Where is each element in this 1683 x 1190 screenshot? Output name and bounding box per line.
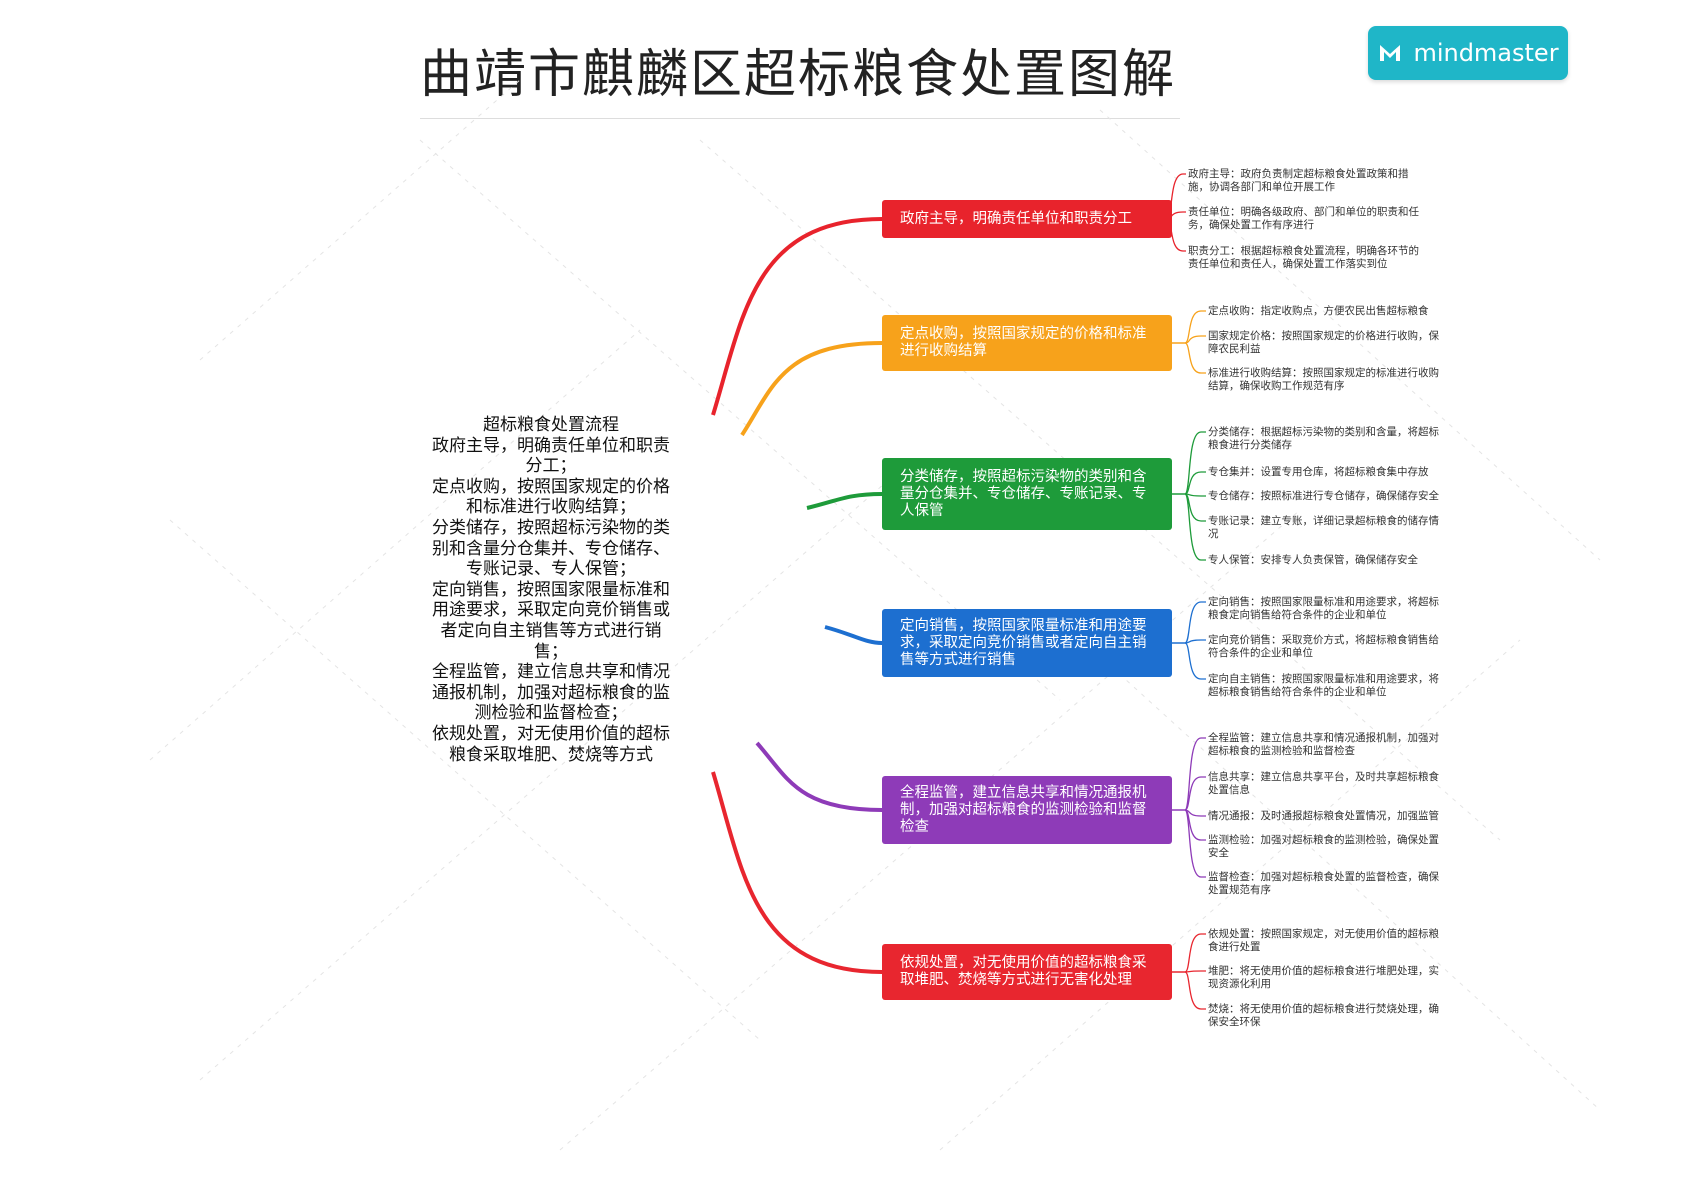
root-line: 定向销售，按照国家限量标准和 xyxy=(432,579,670,600)
root-line: 别和含量分仓集并、专仓储存、 xyxy=(432,538,670,559)
root-line: 专账记录、专人保管； xyxy=(466,559,636,580)
sub-topic-line: 责任单位：明确各级政府、部门和单位的职责和任 xyxy=(1188,206,1419,218)
root-line: 售； xyxy=(534,641,568,662)
sub-topic[interactable]: 监测检验：加强对超标粮食的监测检验，确保处置安全 xyxy=(1208,834,1454,860)
sub-topic-line: 处置信息 xyxy=(1208,784,1250,796)
sub-topic[interactable]: 标准进行收购结算：按照国家规定的标准进行收购结算，确保收购工作规范有序 xyxy=(1208,367,1454,393)
mindmaster-logo: mindmaster xyxy=(1368,26,1568,80)
sub-topic-line: 定向销售：按照国家限量标准和用途要求，将超标 xyxy=(1208,596,1439,608)
root-line: 政府主导，明确责任单位和职责 xyxy=(432,435,670,456)
sub-topic-line: 监测检验：加强对超标粮食的监测检验，确保处置 xyxy=(1208,834,1439,846)
branch-label: 定向销售，按照国家限量标准和用途要求，采取定向竞价销售或者定向自主销售等方式进行… xyxy=(900,617,1147,668)
sub-topic-line: 信息共享：建立信息共享平台，及时共享超标粮食 xyxy=(1208,771,1439,783)
sub-topic-line: 情况通报：及时通报超标粮食处置情况，加强监管 xyxy=(1208,810,1439,822)
sub-topic-line: 全程监管：建立信息共享和情况通报机制，加强对 xyxy=(1208,732,1439,744)
sub-topic-line: 符合条件的企业和单位 xyxy=(1208,647,1313,659)
sub-topic[interactable]: 责任单位：明确各级政府、部门和单位的职责和任务，确保处置工作有序进行 xyxy=(1188,206,1434,232)
sub-topic-line: 粮食定向销售给符合条件的企业和单位 xyxy=(1208,609,1387,621)
sub-topic-line: 定点收购：指定收购点，方便农民出售超标粮食 xyxy=(1208,305,1429,317)
sub-topic[interactable]: 国家规定价格：按照国家规定的价格进行收购，保障农民利益 xyxy=(1208,330,1454,356)
sub-topic[interactable]: 定向自主销售：按照国家限量标准和用途要求，将超标粮食销售给符合条件的企业和单位 xyxy=(1208,673,1454,699)
branch-label: 全程监管，建立信息共享和情况通报机制，加强对超标粮食的监测检验和监督检查 xyxy=(900,784,1147,835)
sub-topic-line: 超标粮食销售给符合条件的企业和单位 xyxy=(1208,686,1387,698)
root-line: 依规处置，对无使用价值的超标 xyxy=(432,723,670,744)
sub-topic-line: 政府主导：政府负责制定超标粮食处置政策和措 xyxy=(1188,168,1409,180)
sub-topic[interactable]: 专仓集并：设置专用仓库，将超标粮食集中存放 xyxy=(1208,466,1454,479)
sub-topic[interactable]: 专仓储存：按照标准进行专仓储存，确保储存安全 xyxy=(1208,490,1454,503)
sub-topic[interactable]: 职责分工：根据超标粮食处置流程，明确各环节的责任单位和责任人，确保处置工作落实到… xyxy=(1188,245,1434,271)
sub-topic-line: 结算，确保收购工作规范有序 xyxy=(1208,380,1345,392)
sub-topic[interactable]: 定向销售：按照国家限量标准和用途要求，将超标粮食定向销售给符合条件的企业和单位 xyxy=(1208,596,1454,622)
root-line: 全程监管，建立信息共享和情况 xyxy=(432,662,670,683)
sub-topic-line: 责任单位和责任人，确保处置工作落实到位 xyxy=(1188,258,1388,270)
root-line: 用途要求，采取定向竞价销售或 xyxy=(432,600,670,621)
sub-topic[interactable]: 专账记录：建立专账，详细记录超标粮食的储存情况 xyxy=(1208,515,1454,541)
sub-topic-line: 况 xyxy=(1208,528,1219,540)
branch-label: 依规处置，对无使用价值的超标粮食采取堆肥、焚烧等方式进行无害化处理 xyxy=(900,955,1147,988)
sub-topic[interactable]: 堆肥：将无使用价值的超标粮食进行堆肥处理，实现资源化利用 xyxy=(1208,965,1454,991)
sub-topic[interactable]: 分类储存：根据超标污染物的类别和含量，将超标粮食进行分类储存 xyxy=(1208,426,1454,452)
root-line: 超标粮食处置流程 xyxy=(483,415,619,435)
sub-topic[interactable]: 依规处置：按照国家规定，对无使用价值的超标粮食进行处置 xyxy=(1208,928,1454,954)
page-title: 曲靖市麒麟区超标粮食处置图解 xyxy=(420,45,1177,105)
branch-node[interactable]: 政府主导，明确责任单位和职责分工 xyxy=(882,200,1172,238)
sub-topic[interactable]: 政府主导：政府负责制定超标粮食处置政策和措施，协调各部门和单位开展工作 xyxy=(1188,168,1434,194)
sub-topic[interactable]: 焚烧：将无使用价值的超标粮食进行焚烧处理，确保安全环保 xyxy=(1208,1003,1454,1029)
sub-topic-line: 专账记录：建立专账，详细记录超标粮食的储存情 xyxy=(1208,515,1439,527)
branch-node[interactable]: 依规处置，对无使用价值的超标粮食采取堆肥、焚烧等方式进行无害化处理 xyxy=(882,944,1172,1000)
sub-topic-line: 粮食进行分类储存 xyxy=(1208,439,1292,451)
sub-topic[interactable]: 情况通报：及时通报超标粮食处置情况，加强监管 xyxy=(1208,810,1454,823)
branch-node[interactable]: 定点收购，按照国家规定的价格和标准进行收购结算 xyxy=(882,315,1172,371)
root-line: 分工； xyxy=(525,456,577,477)
branch-node[interactable]: 定向销售，按照国家限量标准和用途要求，采取定向竞价销售或者定向自主销售等方式进行… xyxy=(882,609,1172,677)
sub-topic-line: 焚烧：将无使用价值的超标粮食进行焚烧处理，确 xyxy=(1208,1003,1439,1015)
sub-topic-line: 务，确保处置工作有序进行 xyxy=(1188,219,1314,231)
sub-topic-line: 现资源化利用 xyxy=(1208,978,1271,990)
sub-topic[interactable]: 全程监管：建立信息共享和情况通报机制，加强对超标粮食的监测检验和监督检查 xyxy=(1208,732,1454,758)
sub-topic-line: 职责分工：根据超标粮食处置流程，明确各环节的 xyxy=(1188,245,1419,257)
mindmaster-logo-icon xyxy=(1380,45,1401,61)
sub-topic-line: 处置规范有序 xyxy=(1208,884,1271,896)
root-node[interactable]: 超标粮食处置流程政府主导，明确责任单位和职责分工；定点收购，按照国家规定的价格和… xyxy=(420,415,682,765)
sub-topic[interactable]: 定点收购：指定收购点，方便农民出售超标粮食 xyxy=(1208,305,1454,318)
sub-topic-line: 专仓集并：设置专用仓库，将超标粮食集中存放 xyxy=(1208,466,1429,478)
root-line: 分类储存，按照超标污染物的类 xyxy=(432,517,670,538)
sub-topic-line: 堆肥：将无使用价值的超标粮食进行堆肥处理，实 xyxy=(1208,965,1439,977)
sub-topic-line: 标准进行收购结算：按照国家规定的标准进行收购 xyxy=(1208,367,1439,379)
sub-topic-line: 定向自主销售：按照国家限量标准和用途要求，将 xyxy=(1208,673,1439,685)
sub-topic-line: 分类储存：根据超标污染物的类别和含量，将超标 xyxy=(1208,426,1439,438)
branch-node[interactable]: 分类储存，按照超标污染物的类别和含量分仓集并、专仓储存、专账记录、专人保管 xyxy=(882,458,1172,530)
sub-topic-line: 超标粮食的监测检验和监督检查 xyxy=(1208,745,1355,757)
branch-label: 政府主导，明确责任单位和职责分工 xyxy=(900,210,1132,227)
branch-label: 分类储存，按照超标污染物的类别和含量分仓集并、专仓储存、专账记录、专人保管 xyxy=(900,468,1147,519)
sub-topic-line: 国家规定价格：按照国家规定的价格进行收购，保 xyxy=(1208,330,1439,342)
branch-node[interactable]: 全程监管，建立信息共享和情况通报机制，加强对超标粮食的监测检验和监督检查 xyxy=(882,776,1172,844)
sub-topic-line: 依规处置：按照国家规定，对无使用价值的超标粮 xyxy=(1208,928,1439,940)
root-line: 和标准进行收购结算； xyxy=(466,497,636,518)
sub-topic[interactable]: 专人保管：安排专人负责保管，确保储存安全 xyxy=(1208,554,1454,567)
sub-topic-line: 施，协调各部门和单位开展工作 xyxy=(1188,181,1335,193)
sub-topic-line: 监督检查：加强对超标粮食处置的监督检查，确保 xyxy=(1208,871,1439,883)
root-line: 者定向自主销售等方式进行销 xyxy=(440,620,662,641)
sub-topic-line: 定向竞价销售：采取竞价方式，将超标粮食销售给 xyxy=(1208,634,1439,646)
title-divider xyxy=(420,118,1180,119)
sub-topic[interactable]: 监督检查：加强对超标粮食处置的监督检查，确保处置规范有序 xyxy=(1208,871,1454,897)
root-line: 测检验和监督检查； xyxy=(474,703,628,724)
sub-topic-line: 食进行处置 xyxy=(1208,941,1261,953)
sub-topic-line: 专人保管：安排专人负责保管，确保储存安全 xyxy=(1208,554,1418,566)
sub-topic-line: 安全 xyxy=(1208,847,1229,859)
sub-topic-line: 保安全环保 xyxy=(1208,1016,1261,1028)
root-line: 粮食采取堆肥、焚烧等方式 xyxy=(449,744,653,765)
logo-text: mindmaster xyxy=(1413,39,1559,67)
root-line: 通报机制，加强对超标粮食的监 xyxy=(432,682,670,703)
branch-label: 定点收购，按照国家规定的价格和标准进行收购结算 xyxy=(900,326,1147,359)
sub-topic-line: 专仓储存：按照标准进行专仓储存，确保储存安全 xyxy=(1208,490,1439,502)
sub-topic[interactable]: 信息共享：建立信息共享平台，及时共享超标粮食处置信息 xyxy=(1208,771,1454,797)
root-line: 定点收购，按照国家规定的价格 xyxy=(432,476,670,497)
sub-topic-line: 障农民利益 xyxy=(1208,343,1261,355)
sub-topic[interactable]: 定向竞价销售：采取竞价方式，将超标粮食销售给符合条件的企业和单位 xyxy=(1208,634,1454,660)
